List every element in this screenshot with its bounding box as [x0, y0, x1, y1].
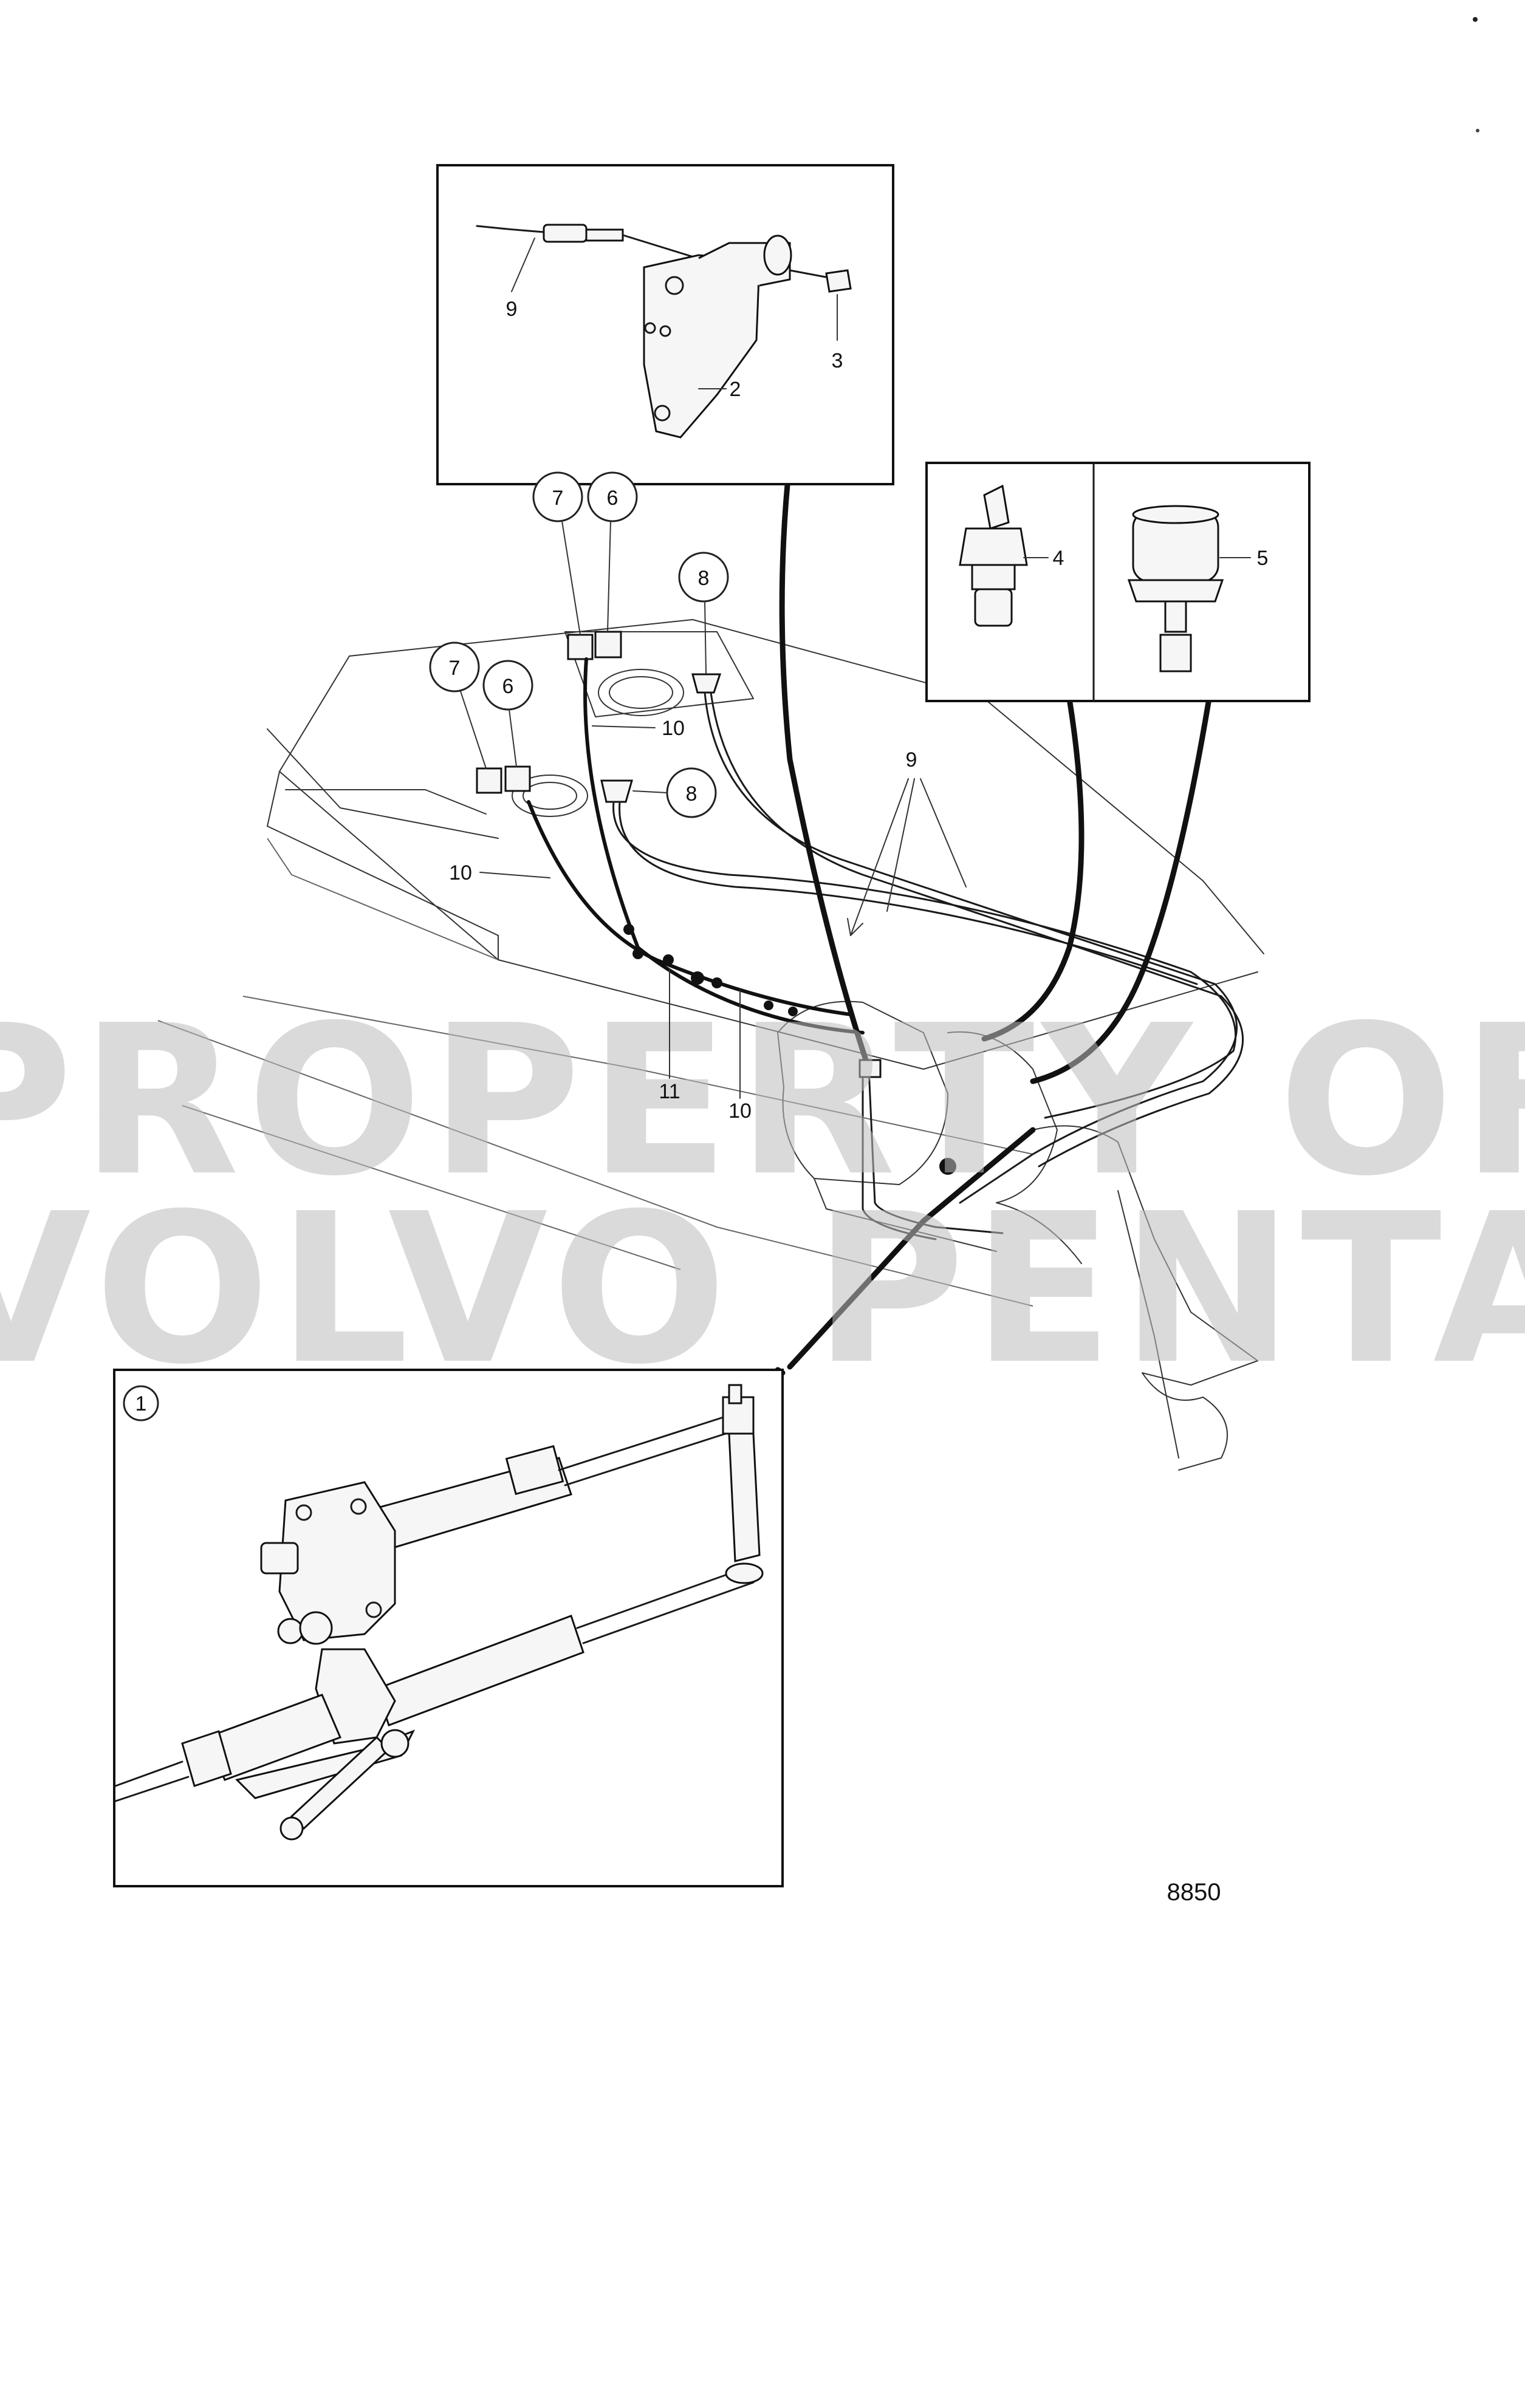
callout-8-top: 8	[698, 567, 710, 590]
scan-mark	[1476, 129, 1479, 132]
callout-1: 1	[135, 1392, 147, 1415]
inset-steering-linkage: 1	[113, 1367, 786, 1887]
boat-hull-outline	[157, 619, 1264, 1307]
engine-block	[777, 1000, 1258, 1471]
temperature-sender: 4	[959, 484, 1064, 627]
figure-number: 8850	[1167, 1879, 1221, 1906]
callout-10-top: 10	[662, 717, 685, 740]
instrument-panel	[476, 631, 754, 817]
inset-sensors: 4 5	[925, 462, 1311, 702]
callout-2: 2	[730, 378, 741, 401]
callout-8-mid: 8	[686, 782, 697, 806]
callout-9-main: 9	[906, 748, 917, 771]
callout-3: 3	[832, 349, 843, 372]
inset-box-steering	[113, 1369, 784, 1887]
watermark-line1: PROPERTY OF	[0, 981, 1525, 1222]
inset-bracket-assembly: 2 3 9	[436, 164, 894, 485]
callout-10-left: 10	[449, 861, 472, 884]
callout-11: 11	[659, 1080, 680, 1103]
scan-mark	[1473, 17, 1478, 22]
callout-7-top: 7	[552, 487, 564, 510]
pressure-sender: 5	[1127, 505, 1269, 672]
callout-7-left: 7	[449, 657, 461, 680]
callout-5: 5	[1257, 547, 1269, 570]
callout-10-bottom: 10	[728, 1100, 752, 1123]
watermark: PROPERTY OF VOLVO PENTA	[0, 981, 1525, 1410]
callout-6-left: 6	[502, 675, 514, 698]
main-callouts: 7 6 8 7 6 8 10 10 11 10 9	[429, 471, 967, 1123]
callout-9-inset: 9	[506, 298, 518, 321]
callout-6-top: 6	[607, 487, 619, 510]
cable-harness	[527, 410, 1244, 1370]
callout-4: 4	[1053, 547, 1064, 570]
